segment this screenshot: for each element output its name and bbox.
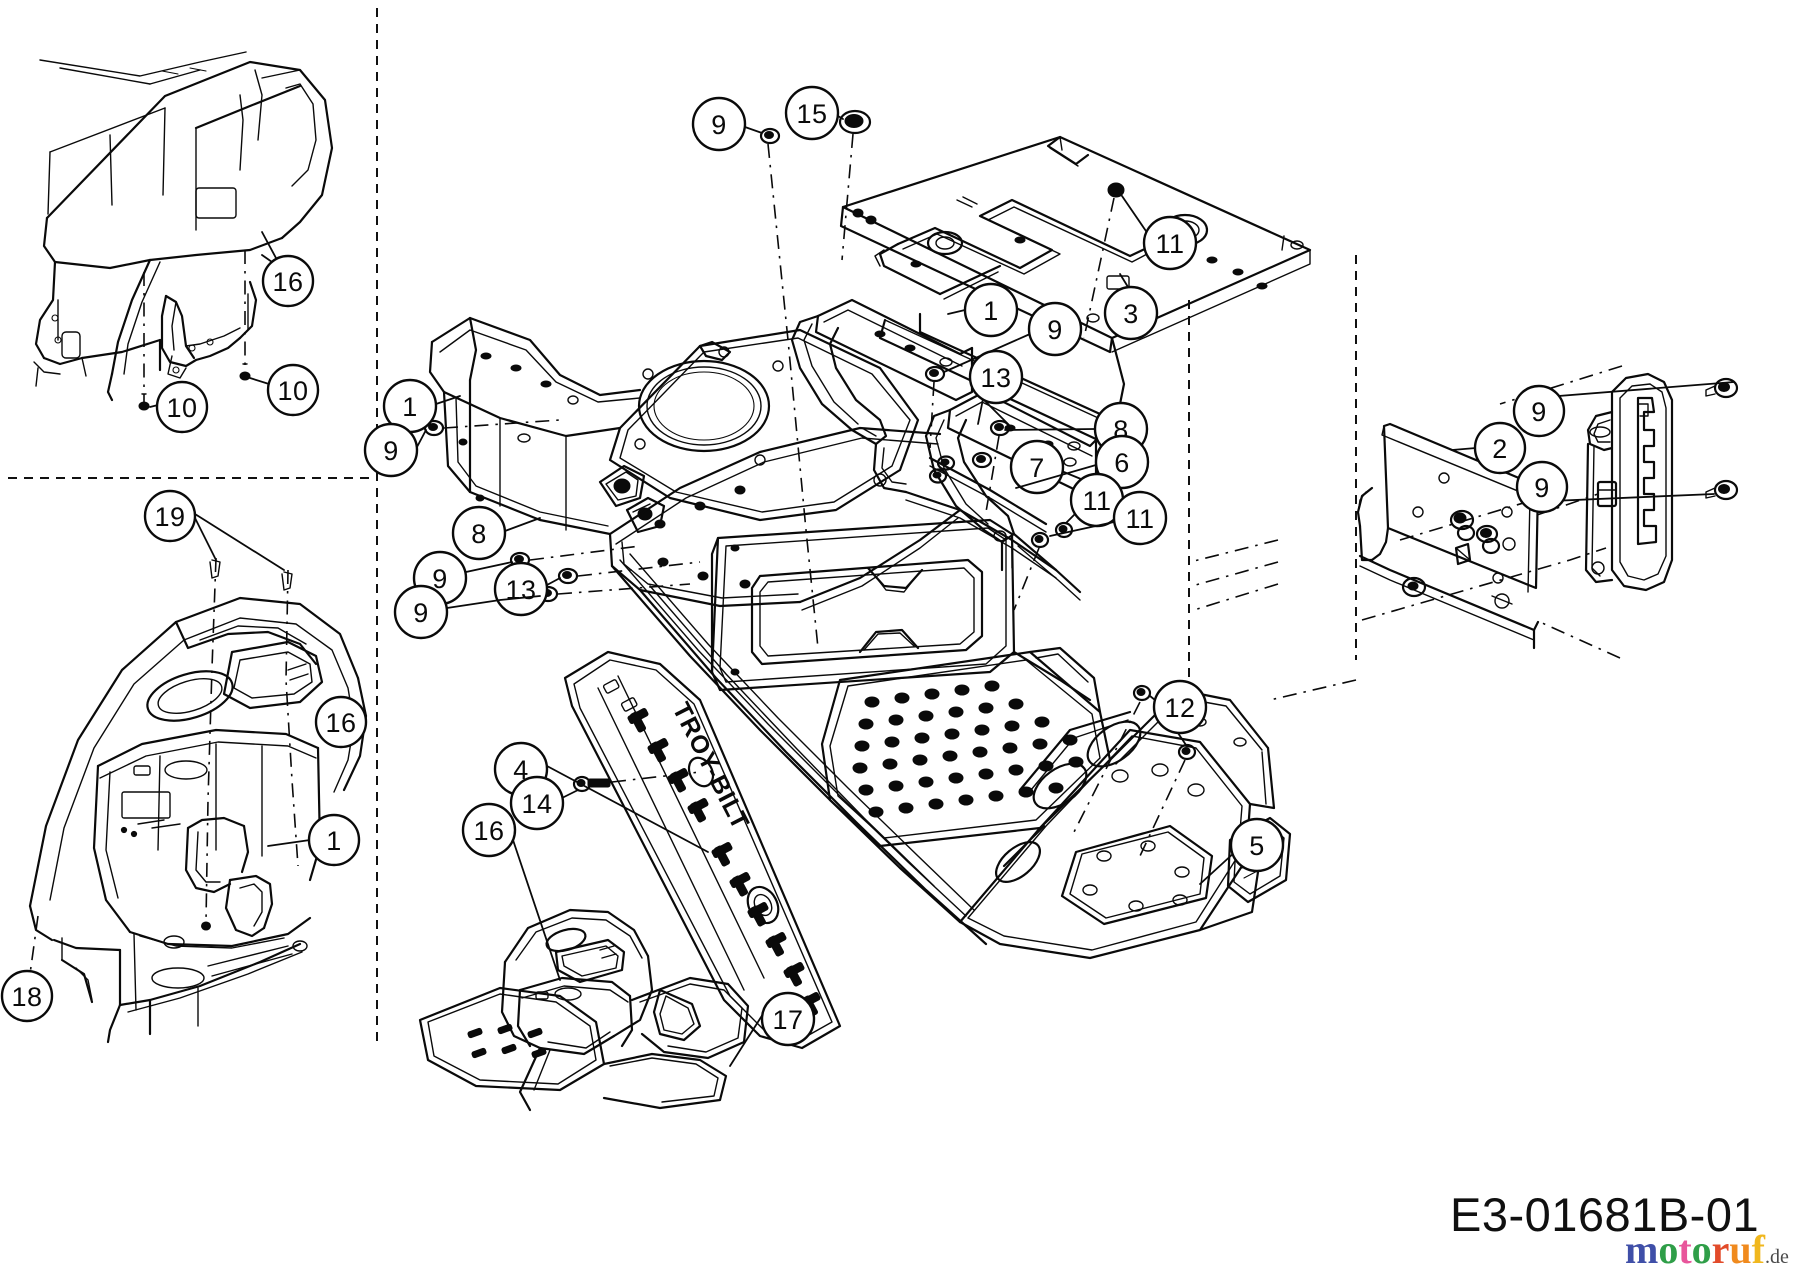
callout-label: 4 [513,755,529,785]
callout-label: 1 [326,826,342,856]
callout-label: 10 [277,376,308,406]
callout-7[interactable]: 7 [1009,439,1099,495]
watermark-suffix: .de [1765,1246,1789,1268]
motoruf-watermark: motoruf.de [1625,1230,1789,1270]
callout-label: 9 [1047,315,1063,345]
callout-label: 17 [772,1005,803,1035]
inset-hood-fender-art [33,51,334,402]
callout-label: 11 [1155,229,1184,259]
watermark-letter: r [1711,1227,1730,1272]
callout-9-frame-rail[interactable]: 9 [363,422,427,478]
callout-12[interactable]: 12 [1149,679,1208,746]
callout-1-bracket-upper[interactable]: 1 [947,282,1019,338]
callout-9-seatpan-upper[interactable]: 9 [691,96,763,152]
callout-11-right[interactable]: 11 [1049,490,1168,546]
callout-label: 9 [711,110,727,140]
callout-2-step-guard[interactable]: 2 [1451,421,1527,475]
callout-11-left[interactable]: 11 [1065,472,1125,528]
sheet-number: E3-01681B-01 [1450,1188,1760,1241]
callout-label: 7 [1029,453,1045,483]
watermark-letter: f [1751,1227,1765,1272]
callout-label: 16 [325,708,356,738]
callout-label: 1 [983,296,999,326]
inset-step-fasteners [1705,377,1739,501]
callout-9-step-lower[interactable]: 9 [1515,460,1715,514]
main-frame-assembly [428,298,1292,960]
callout-9-step-upper[interactable]: 9 [1512,381,1735,438]
panel-dividers [8,8,1357,1045]
complete-assembly-thumbnail-17 [418,908,750,1112]
callout-label: 9 [1534,473,1550,503]
callout-label: 14 [521,789,552,819]
callout-label: 12 [1164,693,1195,723]
callout-16-lower[interactable]: 16 [461,802,561,981]
callout-10-inset-top-right[interactable]: 10 [249,363,320,417]
callout-label: 9 [432,564,448,594]
watermark-letter: u [1729,1227,1752,1272]
footplate-perforations [852,680,1084,818]
callout-label: 9 [1531,397,1547,427]
callout-11-seatpan-right[interactable]: 11 [1121,195,1198,271]
callout-label: 15 [796,99,827,129]
inset-console-fender-art [28,596,368,1044]
callout-10-inset-top-left[interactable]: 10 [149,380,209,434]
callout-5-rear-plate[interactable]: 5 [1199,817,1285,885]
callout-label: 3 [1123,299,1139,329]
callout-label: 13 [980,363,1011,393]
watermark-letter: t [1678,1227,1692,1272]
inset-top-fasteners [138,250,273,411]
callout-6[interactable]: 6 [1015,434,1150,490]
callout-label: 6 [1114,448,1130,478]
callout-13-mid[interactable]: 13 [493,561,561,617]
callout-label: 1 [402,392,418,422]
watermark-letter: o [1658,1227,1679,1272]
callout-19-inset-bottom[interactable]: 19 [143,489,285,571]
callout-16-inset-bottom[interactable]: 16 [314,695,368,749]
callout-9-mid-lower[interactable]: 9 [393,584,541,640]
callout-label: 2 [1492,434,1508,464]
callout-16-inset-top[interactable]: 16 [261,231,315,308]
callout-bubbles: 9 15 11 3 1 9 13 [0,85,1735,1067]
callout-label: 19 [154,502,185,532]
callout-label: 16 [473,816,504,846]
watermark-letter: o [1691,1227,1712,1272]
callout-label: 9 [413,598,429,628]
callout-label: 11 [1125,504,1154,534]
callout-18-inset-bottom[interactable]: 18 [0,969,54,1023]
callout-label: 18 [11,982,42,1012]
callout-17-complete-assembly[interactable]: 17 [729,991,816,1067]
callout-label: 9 [383,436,399,466]
callout-9-bracket-upper[interactable]: 9 [943,301,1083,373]
callout-8-left[interactable]: 8 [451,505,541,561]
callout-label: 13 [505,575,536,605]
callout-3-seat-pan[interactable]: 3 [1103,273,1159,341]
callout-label: 8 [471,519,487,549]
callout-label: 16 [272,267,303,297]
watermark-letter: m [1625,1227,1659,1272]
thumbnail-tread [467,1023,547,1059]
callout-label: 11 [1082,486,1111,516]
callout-label: 5 [1249,831,1265,861]
callout-label: 10 [166,393,197,423]
callout-15-plug[interactable]: 15 [784,85,844,141]
callout-13-upper[interactable]: 13 [968,349,1024,429]
callout-14-bolt[interactable]: 14 [509,775,579,831]
seat-pan-plate [839,135,1312,442]
inset-step-bracket-art [1356,365,1674,659]
callout-1-inset-bottom[interactable]: 1 [267,813,361,867]
